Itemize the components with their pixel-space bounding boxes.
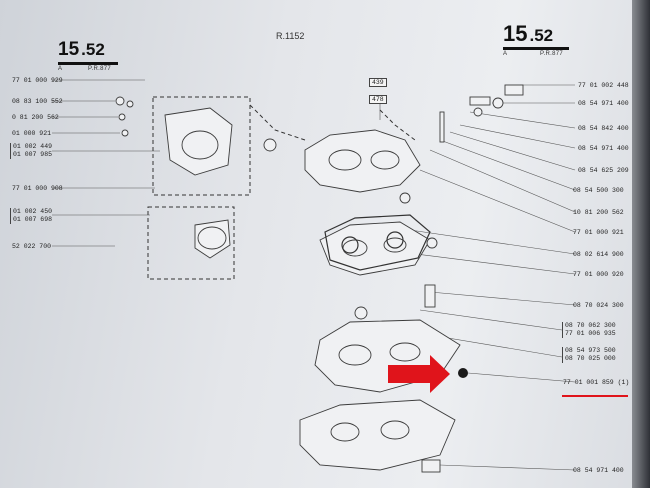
part-label: 77 01 006 935 [565, 330, 616, 337]
right-header-sub-b: P.R.877 [540, 51, 564, 57]
part-label: 08 54 971 400 [573, 467, 624, 474]
reference-box: 478 [369, 95, 387, 104]
part-label: 77 01 002 448 [578, 82, 629, 89]
left-section-number: 15.52 [58, 39, 105, 60]
part-label: 08 83 100 552 [12, 98, 63, 105]
part-label-group: 01 002 450 01 007 698 [10, 208, 52, 224]
highlighted-jet [458, 368, 468, 378]
part-label: 77 01 000 929 [12, 77, 63, 84]
part-label: 01 002 450 [13, 208, 53, 215]
part-label: 77 01 000 908 [12, 185, 63, 192]
part-label: 08 02 614 900 [573, 251, 624, 258]
part-label-group: 01 002 449 01 007 985 [10, 143, 52, 159]
part-label: 08 54 842 400 [578, 125, 629, 132]
part-label: 0 81 200 562 [12, 114, 59, 121]
part-label: 08 70 024 300 [573, 302, 624, 309]
part-label: 08 54 500 300 [573, 187, 624, 194]
reference-box: 439 [369, 78, 387, 87]
right-header-sub-a: A [503, 51, 508, 57]
part-label: 01 002 449 [13, 143, 53, 150]
left-header-sub-a: A [58, 66, 63, 72]
part-label: 08 54 971 400 [578, 100, 629, 107]
left-header-rule [58, 62, 118, 65]
part-label: 01 007 985 [13, 151, 53, 158]
part-label: 01 000 921 [12, 130, 52, 137]
right-header-rule [503, 47, 569, 50]
part-label: 77 01 000 921 [573, 229, 624, 236]
page-edge-shadow [632, 0, 650, 488]
part-label: 52 022 700 [12, 243, 52, 250]
part-label-group: 08 54 973 500 08 70 025 000 [562, 347, 616, 363]
part-label: 08 70 062 300 [565, 322, 616, 329]
part-label: 08 70 025 000 [565, 355, 616, 362]
part-label-group: 08 70 062 300 77 01 006 935 [562, 322, 616, 338]
page-reference: R.1152 [276, 31, 305, 41]
part-label: 01 007 698 [13, 216, 53, 223]
red-arrow [388, 355, 450, 393]
right-section-number: 15.52 [503, 21, 554, 46]
part-label: 08 54 971 400 [578, 145, 629, 152]
left-header-sub-b: P.R.877 [88, 66, 112, 72]
part-label: 08 54 973 500 [565, 347, 616, 354]
part-label-highlighted: 77 01 001 859 (1) [563, 379, 630, 386]
part-label: 08 54 625 209 [578, 167, 629, 174]
part-label: 77 01 000 920 [573, 271, 624, 278]
part-label: 10 81 200 562 [573, 209, 624, 216]
